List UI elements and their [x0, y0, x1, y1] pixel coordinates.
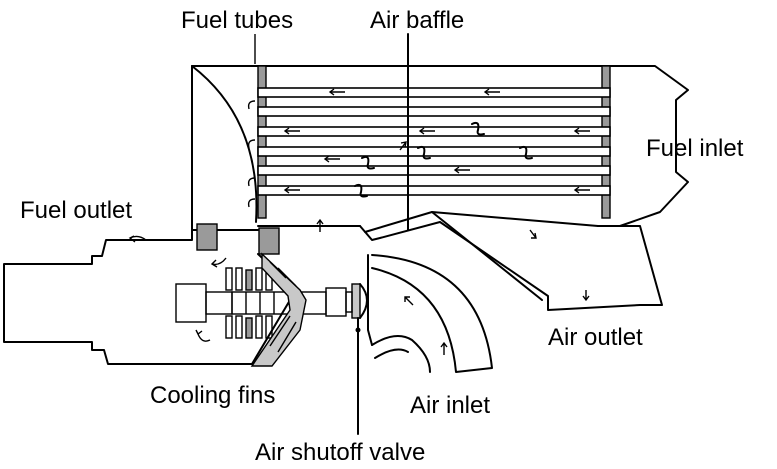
tube-sheets — [257, 65, 611, 219]
label-cooling-fins: Cooling fins — [150, 382, 275, 409]
label-fuel-inlet: Fuel inlet — [646, 135, 744, 162]
label-air-baffle: Air baffle — [370, 7, 464, 34]
label-air-shutoff-valve: Air shutoff valve — [255, 439, 425, 466]
labels: Fuel tubes Air baffle Fuel inlet Fuel ou… — [20, 7, 744, 466]
fuel-tubes — [257, 87, 611, 196]
label-air-inlet: Air inlet — [410, 392, 490, 419]
label-fuel-tubes: Fuel tubes — [181, 7, 293, 34]
label-air-outlet: Air outlet — [548, 324, 643, 351]
air-outlet-duct — [359, 211, 641, 311]
air-shutoff-valve — [325, 283, 368, 435]
label-fuel-outlet: Fuel outlet — [20, 197, 132, 224]
fuel-flow-arrows — [247, 88, 590, 302]
air-inlet-scroll — [367, 254, 493, 373]
motor-assembly — [3, 223, 327, 367]
